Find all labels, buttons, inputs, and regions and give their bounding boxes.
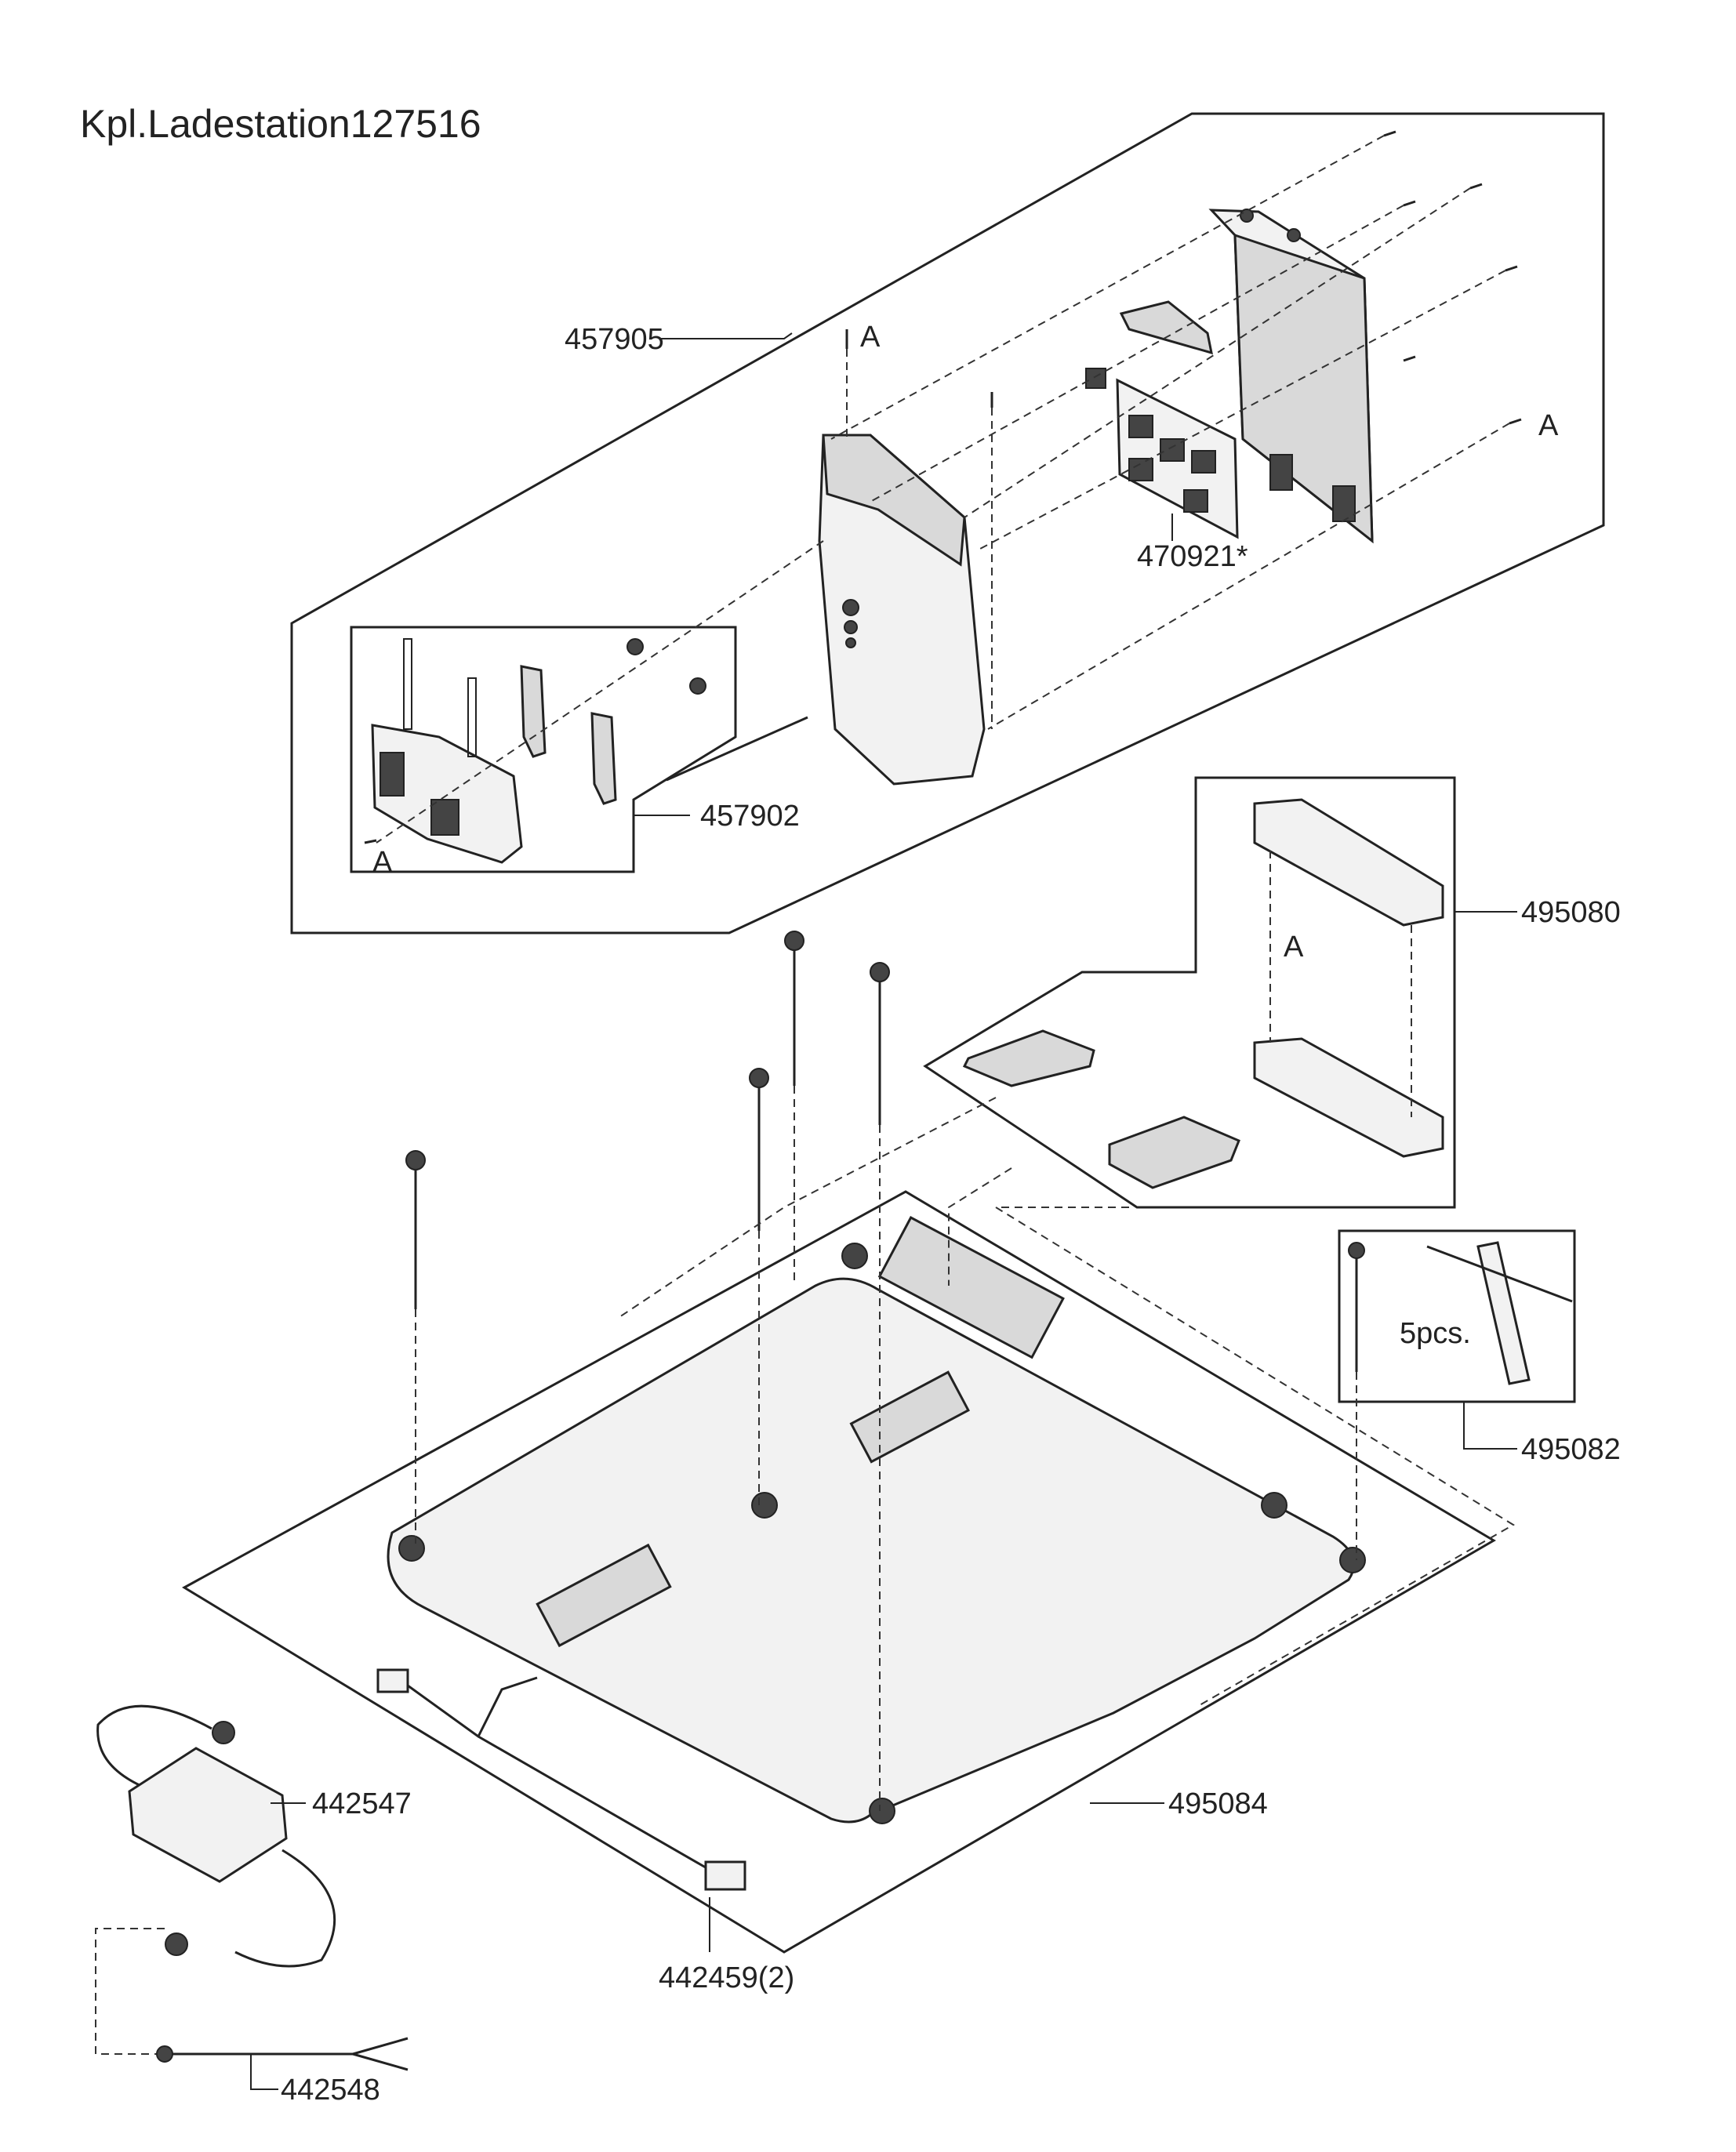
label-470921: 470921* [1137, 540, 1248, 573]
power-supply [96, 1704, 336, 1968]
label-495082: 495082 [1521, 1433, 1621, 1466]
diagram-title: Kpl.Ladestation127516 [80, 102, 481, 146]
output-cable [95, 1928, 409, 2071]
marker-a-3: A [372, 846, 393, 879]
station-housing [818, 434, 986, 786]
connection-cable [376, 1668, 746, 1891]
top-bracket [1119, 300, 1213, 355]
peg-assembly-lines [415, 1086, 1515, 1811]
peg-and-tool [1348, 1241, 1573, 1385]
marker-a-4: A [1284, 931, 1304, 964]
label-442547: 442547 [312, 1787, 412, 1820]
peg-kit-frame [1338, 1229, 1576, 1403]
leader-457905 [660, 332, 793, 339]
screws-upper [364, 130, 1522, 844]
base-plate [387, 1216, 1366, 1824]
ground-pegs [405, 931, 890, 1309]
label-442548: 442548 [281, 2074, 380, 2107]
housing-group-frame [290, 112, 1605, 934]
front-cover [371, 638, 706, 864]
label-442459: 442459(2) [659, 1961, 794, 1994]
assembly-lines-upper [376, 135, 1510, 844]
label-495084: 495084 [1168, 1787, 1268, 1820]
label-5pcs: 5pcs. [1400, 1317, 1471, 1350]
label-457905: 457905 [565, 323, 664, 356]
back-plate [1208, 209, 1374, 544]
cover-group-frame [923, 776, 1456, 1209]
marker-a-1: A [860, 321, 881, 354]
leader-442548 [250, 2054, 278, 2090]
label-495080: 495080 [1521, 896, 1621, 929]
circuit-board [1085, 368, 1239, 539]
base-frame [182, 1190, 1496, 1954]
label-457902: 457902 [700, 800, 800, 833]
side-covers [962, 798, 1444, 1189]
marker-a-2: A [1538, 409, 1559, 442]
leader-495082 [1463, 1402, 1517, 1450]
front-cover-group-frame [350, 626, 737, 873]
cable-tie [666, 716, 808, 782]
